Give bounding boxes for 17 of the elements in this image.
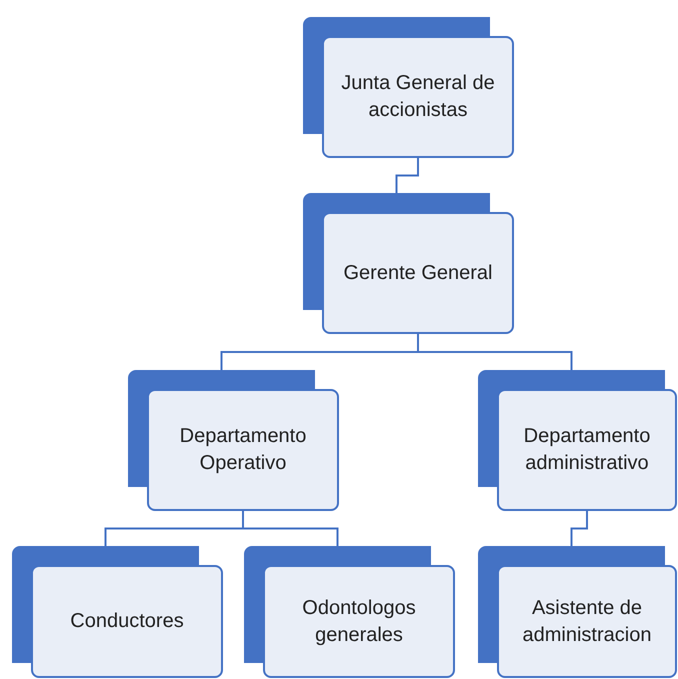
box-title: Gerente General <box>342 260 494 286</box>
box-title: Departamento administrativo <box>522 424 652 476</box>
box-title: Departamento Operativo <box>178 424 308 476</box>
box-title: Junta General de accionistas <box>340 71 496 123</box>
connector-line <box>570 511 588 546</box>
org-box <box>12 546 223 678</box>
org-box <box>128 370 339 511</box>
org-box <box>244 546 455 678</box>
box-title: Asistente de administracion <box>522 596 652 648</box>
org-box <box>478 370 677 511</box>
connector-line <box>417 334 572 370</box>
org-box <box>303 17 514 158</box>
box-title: Conductores <box>69 609 185 634</box>
box-title: Odontologos generales <box>301 596 417 648</box>
org-box <box>478 546 677 678</box>
connector-line <box>396 158 419 193</box>
org-box <box>303 193 514 334</box>
